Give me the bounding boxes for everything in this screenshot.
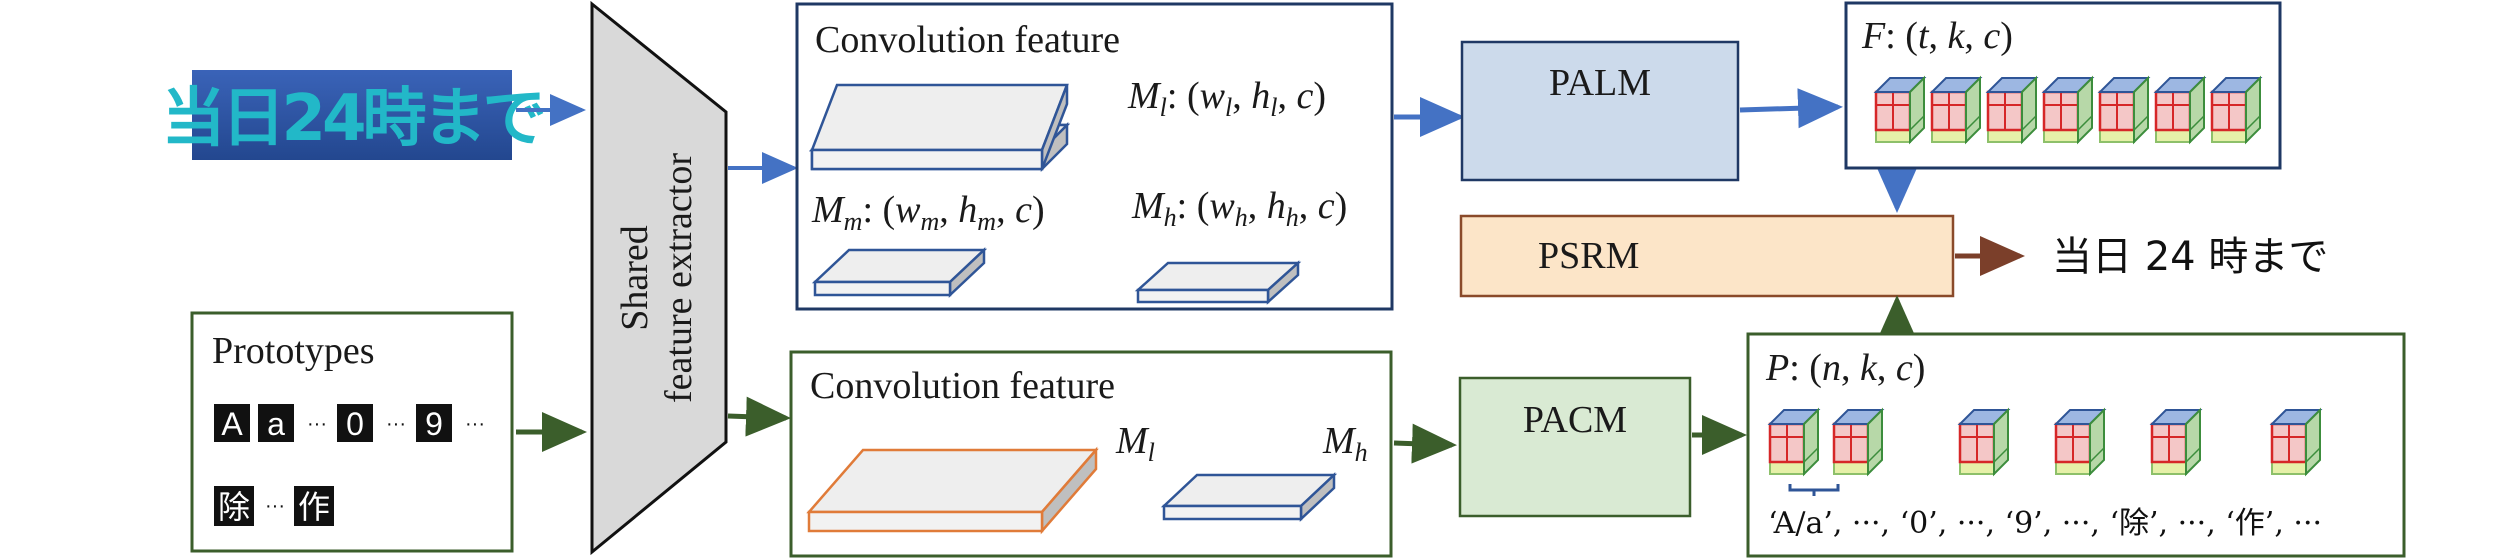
pacm-module: PACM (1458, 376, 1692, 518)
conv-feature-top-box: Convolution feature Ml: (wl, hl, c) Mm: … (795, 2, 1394, 311)
extractor-label-line2: feature extractor (658, 153, 700, 403)
p-feature-cuboids (1767, 407, 2323, 477)
feature-cuboid (2041, 75, 2095, 145)
f-box-label: F: (t, k, c) (1861, 15, 2013, 57)
feature-cuboid (1831, 407, 1885, 477)
prototype-ellipsis: ··· (307, 413, 327, 435)
feature-cuboid (2153, 75, 2207, 145)
feature-cuboid (2053, 407, 2107, 477)
conv-top-mm-cuboid (811, 247, 988, 298)
p-feature-box: P: (n, k, c) ‘A/a’, ···, ‘0’, ···, ‘9’, … (1746, 332, 2406, 558)
feature-cuboid (2269, 407, 2323, 477)
conv-feature-bottom-box: Convolution feature Ml Mh (789, 350, 1393, 558)
p-box-caption: ‘A/a’, ···, ‘0’, ···, ‘9’, ···, ‘除’, ···… (1768, 506, 2322, 541)
feature-cuboid (1767, 407, 1821, 477)
conv-top-mh-cuboid (1134, 260, 1302, 305)
psrm-module: PSRM (1459, 214, 1955, 298)
prototype-char-0: 0 (346, 406, 364, 442)
feature-cuboid (1957, 407, 2011, 477)
prototype-char-9: 9 (425, 406, 443, 442)
feature-cuboid (2097, 75, 2151, 145)
shared-feature-extractor: Shared feature extractor (590, 0, 728, 556)
prototype-char-A: A (221, 406, 243, 442)
input-text-image: 当日24時まで (161, 70, 548, 160)
conv-bottom-mh-label: Mh (1322, 420, 1368, 467)
conv-bottom-ml-label: Ml (1115, 420, 1155, 467)
conv-bottom-to-pacm-arrow (1393, 423, 1457, 464)
p-box-label: P: (n, k, c) (1765, 347, 1925, 389)
psrm-label: PSRM (1538, 235, 1639, 277)
conv-top-ml-cuboid-front (810, 148, 1044, 171)
conv-bottom-ml-cuboid (806, 446, 1099, 535)
palm-module: PALM (1460, 40, 1740, 182)
prototype-row-1: A a ··· 0 ··· 9 ··· (214, 404, 485, 442)
prototype-char-saku: 作 (298, 488, 330, 526)
f-feature-box: F: (t, k, c) (1844, 1, 2282, 170)
extractor-to-conv-bottom-arrow (727, 396, 791, 437)
palm-label: PALM (1549, 62, 1651, 104)
input-text-image-label: 当日24時まで (161, 82, 543, 156)
feature-cuboid (1985, 75, 2039, 145)
prototypes-title: Prototypes (212, 330, 375, 372)
conv-top-ml-label: Ml: (wl, hl, c) (1127, 75, 1326, 122)
palm-to-f-arrow (1739, 88, 1843, 129)
feature-cuboid (2209, 75, 2263, 145)
conv-top-title: Convolution feature (815, 19, 1120, 61)
p-group-brace (1788, 484, 1840, 496)
conv-top-mh-label: Mh: (wh, hh, c) (1131, 185, 1347, 232)
prototype-row-2: 除 ··· 作 (214, 486, 334, 526)
prototype-char-a: a (267, 406, 285, 442)
conv-bottom-mh-cuboid (1160, 472, 1338, 522)
f-feature-cuboids (1873, 75, 2263, 145)
feature-cuboid (2149, 407, 2203, 477)
prototype-ellipsis: ··· (265, 495, 285, 517)
prototype-char-jo: 除 (218, 488, 250, 526)
extractor-label-line1: Shared (614, 225, 656, 331)
feature-cuboid (1929, 75, 1983, 145)
output-text: 当日 24 時まで (2052, 234, 2328, 280)
prototype-ellipsis: ··· (386, 413, 406, 435)
prototype-ellipsis: ··· (465, 413, 485, 435)
pacm-label: PACM (1523, 399, 1627, 441)
conv-bottom-title: Convolution feature (810, 365, 1115, 407)
prototypes-box: Prototypes A a ··· 0 ··· 9 ··· 除 ··· 作 (190, 311, 514, 553)
feature-cuboid (1873, 75, 1927, 145)
conv-top-mm-label: Mm: (wm, hm, c) (811, 189, 1045, 236)
conv-top-ml-cuboid-top (810, 83, 1069, 152)
